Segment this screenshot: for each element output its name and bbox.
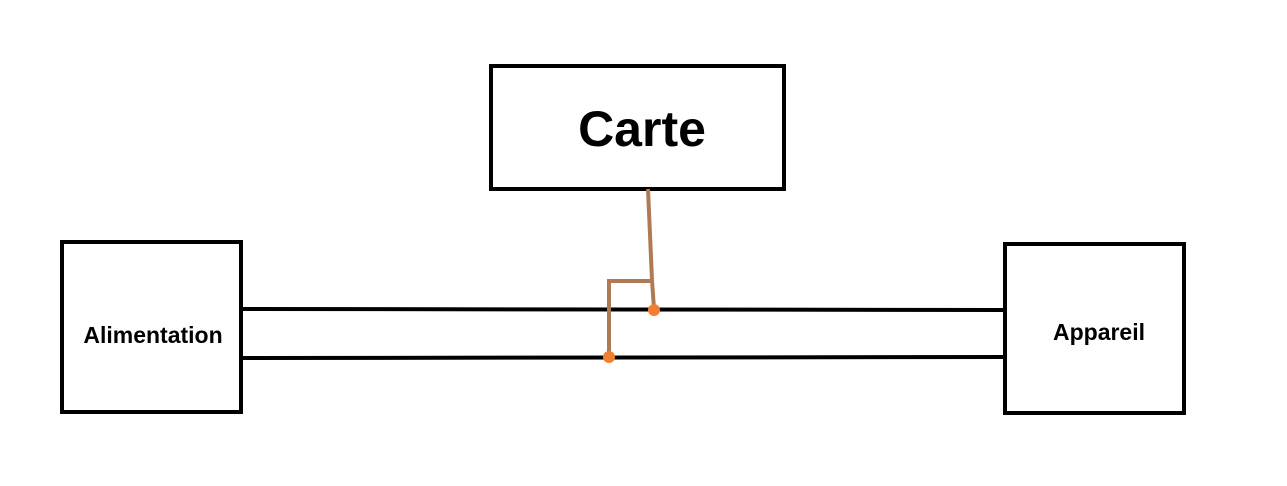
alimentation-label: Alimentation <box>83 322 222 348</box>
carte-label: Carte <box>578 101 706 157</box>
junction-dot-bottom <box>603 351 615 363</box>
junction-dot-top <box>648 304 660 316</box>
appareil-box <box>1003 242 1186 415</box>
top-wire <box>240 307 1006 312</box>
alimentation-box <box>60 240 243 414</box>
tap-wire-bottom <box>607 279 652 357</box>
tap-wire-top <box>646 188 656 310</box>
carte-box <box>489 64 786 191</box>
appareil-label: Appareil <box>1053 319 1145 345</box>
bottom-wire <box>240 355 1006 360</box>
